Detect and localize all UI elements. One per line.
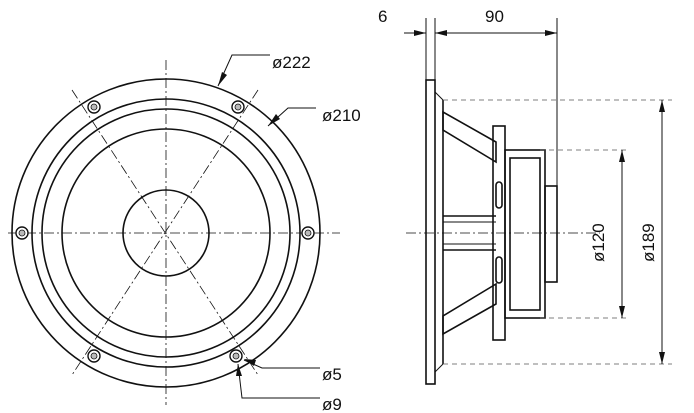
magnet-body [504,149,546,319]
frame-inner-circle [31,98,301,368]
surround-outer-circle [41,108,291,358]
mounting-hole-top-right [231,100,245,114]
leader-mount-circle-diameter [267,107,316,127]
mounting-hole-bottom-left [87,349,101,363]
label-outer-diameter: ø222 [272,53,311,72]
dim-line-cutout-diameter [659,100,665,364]
vent-slot-top [495,181,503,209]
flange-outline [425,79,436,385]
dim-line-magnet-diameter [619,150,625,318]
label-mount-circle-diameter: ø210 [322,106,361,125]
dust-cap-circle [122,189,210,277]
mounting-hole-right [301,226,315,240]
label-hole-diameter: ø5 [322,365,342,384]
mounting-hole-left [15,226,29,240]
dim-line-mounting-depth [435,30,557,36]
leader-hole-diameter [243,359,320,369]
label-flange-thickness: 6 [378,7,387,26]
basket-arm-bottom [442,282,497,336]
surround-inner-circle [61,128,271,338]
magnet-backplate [544,185,558,283]
mounting-hole-bottom-right [229,349,243,363]
leader-hole-counterbore-diameter [236,363,320,399]
label-hole-counterbore-diameter: ø9 [322,395,342,413]
magnet-ring [509,157,541,311]
label-cutout-diameter: ø189 [639,223,658,262]
frame-outer-circle [11,78,321,388]
basket-arm-top [442,110,497,164]
flange-chamfer-bottom [434,363,444,373]
label-magnet-diameter: ø120 [589,223,608,262]
front-view: ø222 ø210 ø5 ø9 [8,53,361,413]
flange-chamfer-top [434,91,444,101]
leader-outer-diameter [217,54,270,87]
vent-slot-bottom [495,256,503,284]
mounting-hole-top-left [87,100,101,114]
label-mounting-depth: 90 [485,7,504,26]
side-view: 6 90 ø120 ø189 [378,7,672,385]
front-diagonal-centerline-2 [71,89,259,376]
